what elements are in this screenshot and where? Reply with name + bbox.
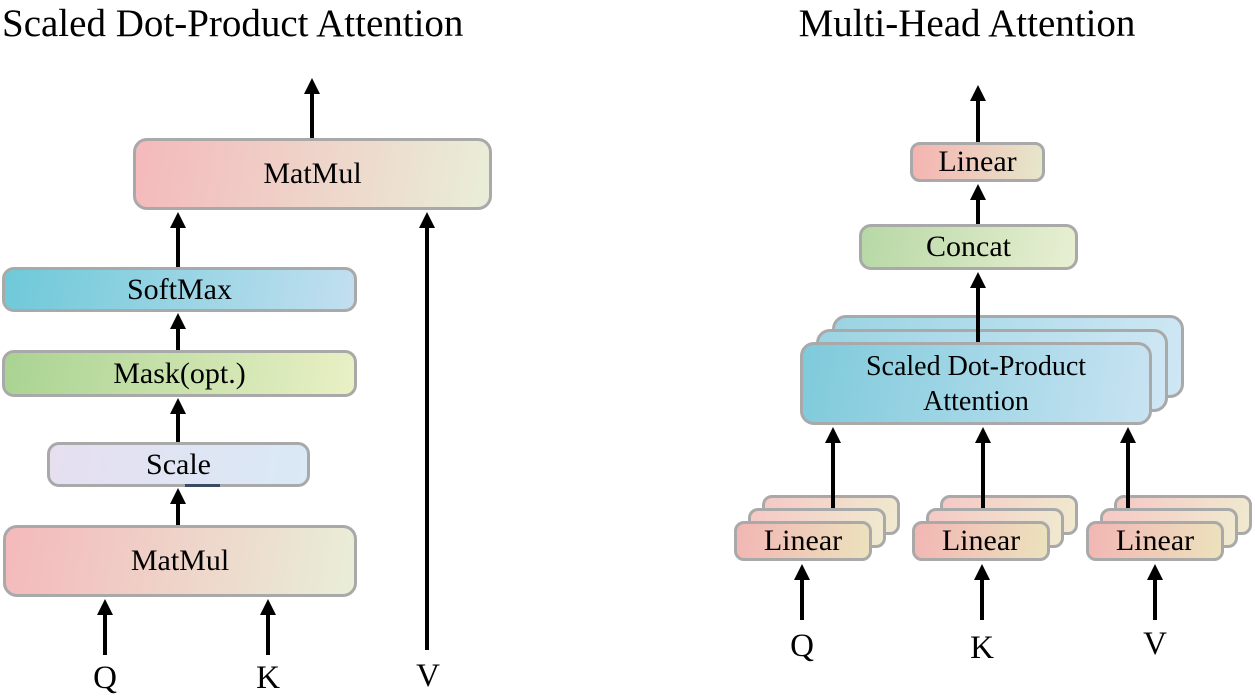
- arrow-linearv-to-sdpa: [1126, 442, 1130, 508]
- k-label-right: K: [970, 630, 994, 666]
- concat-label: Concat: [926, 230, 1011, 263]
- arrow-k-to-linear: [980, 579, 984, 620]
- linear-q-label: Linear: [763, 524, 843, 557]
- scale-box: Scale: [47, 442, 310, 487]
- k-label-left: K: [256, 660, 280, 696]
- scale-underline-artifact: [185, 484, 220, 487]
- v-label-left: V: [416, 658, 440, 694]
- arrow-sdpa-output: [310, 93, 314, 138]
- scale-label: Scale: [146, 447, 211, 481]
- sdpa-head-label-line1: Scaled Dot-Product: [865, 350, 1087, 382]
- arrow-sdpa-to-concat: [976, 287, 980, 342]
- arrow-k-input: [266, 614, 270, 655]
- sdpa-title: Scaled Dot-Product Attention: [2, 2, 464, 45]
- linear-k-box-front: Linear: [912, 521, 1050, 561]
- arrow-mha-output: [976, 100, 980, 142]
- mask-box: Mask(opt.): [2, 350, 357, 397]
- q-label-right: Q: [790, 628, 814, 664]
- mask-label: Mask(opt.): [113, 356, 246, 390]
- arrow-mask-to-softmax: [176, 328, 180, 350]
- linear-v-box-front: Linear: [1086, 521, 1224, 561]
- linear-k-label: Linear: [941, 524, 1021, 557]
- linear-v-label: Linear: [1115, 524, 1195, 557]
- arrow-concat-to-linear: [976, 199, 980, 224]
- q-label-left: Q: [93, 660, 117, 696]
- arrow-q-input: [103, 614, 107, 655]
- sdpa-head-box-front: Scaled Dot-Product Attention: [800, 342, 1152, 425]
- matmul-top-box: MatMul: [133, 138, 492, 210]
- linear-out-label: Linear: [938, 145, 1017, 178]
- arrow-linearq-to-sdpa: [831, 442, 835, 508]
- arrow-scale-to-mask: [176, 413, 180, 442]
- matmul-top-label: MatMul: [263, 157, 362, 190]
- matmul-bottom-label: MatMul: [130, 544, 230, 577]
- softmax-label: SoftMax: [127, 272, 232, 306]
- arrow-matmul-to-scale: [176, 503, 180, 525]
- concat-box: Concat: [859, 224, 1078, 270]
- arrow-q-to-linear: [800, 579, 804, 620]
- arrow-softmax-to-matmul: [176, 227, 180, 267]
- matmul-bottom-box: MatMul: [3, 525, 357, 597]
- v-label-right: V: [1143, 626, 1167, 662]
- linear-q-box-front: Linear: [734, 521, 872, 561]
- mha-title: Multi-Head Attention: [798, 2, 1136, 45]
- arrow-lineark-to-sdpa: [981, 442, 985, 508]
- arrow-v-input: [425, 227, 429, 650]
- arrow-v-to-linear: [1153, 579, 1157, 620]
- sdpa-head-label-line2: Attention: [923, 385, 1029, 417]
- softmax-box: SoftMax: [2, 267, 357, 312]
- linear-out-box: Linear: [910, 142, 1045, 182]
